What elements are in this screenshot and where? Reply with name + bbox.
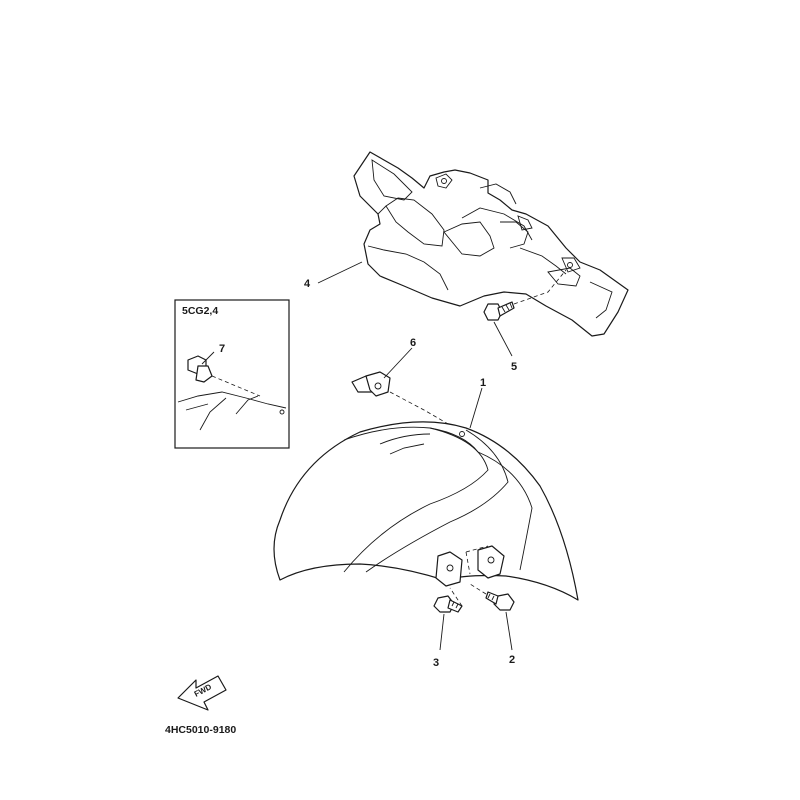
callout-3: 3 xyxy=(433,657,439,669)
inset-label: 5CG2,4 xyxy=(182,305,218,317)
bolt-5[interactable] xyxy=(483,301,515,321)
clip-7[interactable] xyxy=(187,355,213,383)
front-fender-part[interactable] xyxy=(273,421,579,601)
callout-1: 1 xyxy=(480,377,486,389)
callout-6: 6 xyxy=(410,337,416,349)
callout-4: 4 xyxy=(304,278,311,290)
bolt-2[interactable] xyxy=(485,591,515,611)
callout-2: 2 xyxy=(509,654,515,666)
clip-6[interactable] xyxy=(351,371,391,397)
diagram-code: 4HC5010-9180 xyxy=(165,724,236,736)
callout-7: 7 xyxy=(219,343,225,355)
bolt-3[interactable] xyxy=(433,595,463,613)
fwd-arrow-icon: FWD xyxy=(177,675,227,711)
callout-5: 5 xyxy=(511,361,517,373)
inset-box: 5CG2,4 7 xyxy=(174,299,290,449)
